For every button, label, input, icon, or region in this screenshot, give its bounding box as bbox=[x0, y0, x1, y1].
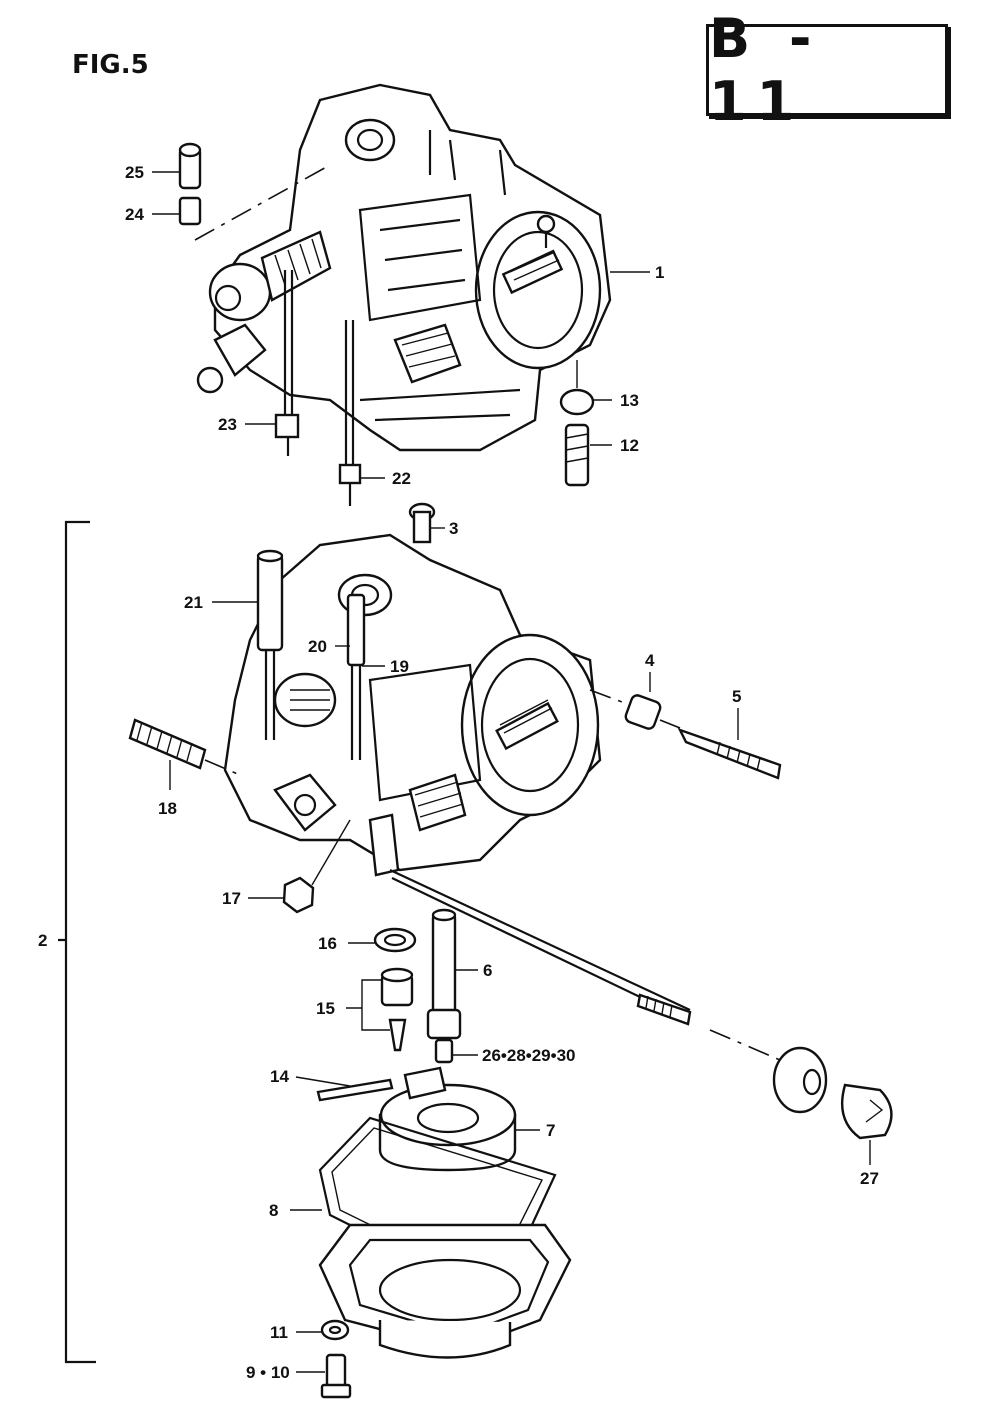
leader-lines bbox=[152, 171, 871, 1373]
callout-3: 3 bbox=[449, 519, 459, 538]
callout-23: 23 bbox=[218, 415, 237, 434]
float-bowl-parts bbox=[316, 908, 572, 1399]
callout-8: 8 bbox=[269, 1201, 279, 1220]
callout-24: 24 bbox=[125, 205, 144, 224]
carburetor-assembly-upper bbox=[178, 83, 612, 506]
callout-11: 11 bbox=[270, 1323, 288, 1342]
callout-18: 18 bbox=[158, 799, 177, 818]
callout-17: 17 bbox=[222, 889, 241, 908]
callout-1: 1 bbox=[655, 263, 665, 282]
callout-12: 12 bbox=[620, 436, 639, 455]
callout-6: 6 bbox=[483, 961, 493, 980]
callout-21: 21 bbox=[184, 593, 203, 612]
figure-title: FIG.5 bbox=[72, 50, 149, 80]
callout-27: 27 bbox=[860, 1169, 879, 1188]
choke-knob bbox=[709, 1029, 893, 1140]
callout-2: 2 bbox=[38, 931, 48, 950]
callout-13: 13 bbox=[620, 391, 639, 410]
callout-16: 16 bbox=[318, 934, 337, 953]
page-code-box: B - 11 bbox=[706, 7, 948, 133]
callout-15: 15 bbox=[316, 999, 335, 1018]
callout-4: 4 bbox=[645, 651, 655, 670]
callout-5: 5 bbox=[732, 687, 742, 706]
callout-19: 19 bbox=[390, 657, 409, 676]
callout-22: 22 bbox=[392, 469, 411, 488]
callout-25: 25 bbox=[125, 163, 144, 182]
callout-14: 14 bbox=[270, 1067, 289, 1086]
carburetor-body-lower bbox=[128, 502, 782, 1026]
page-code: B - 11 bbox=[709, 7, 822, 133]
callout-7: 7 bbox=[546, 1121, 556, 1140]
callout-20: 20 bbox=[308, 637, 327, 656]
callout-9-10: 9 • 10 bbox=[246, 1363, 290, 1382]
assembly-bracket bbox=[58, 520, 96, 1364]
callout-26-28-29-30: 26•28•29•30 bbox=[482, 1046, 576, 1065]
